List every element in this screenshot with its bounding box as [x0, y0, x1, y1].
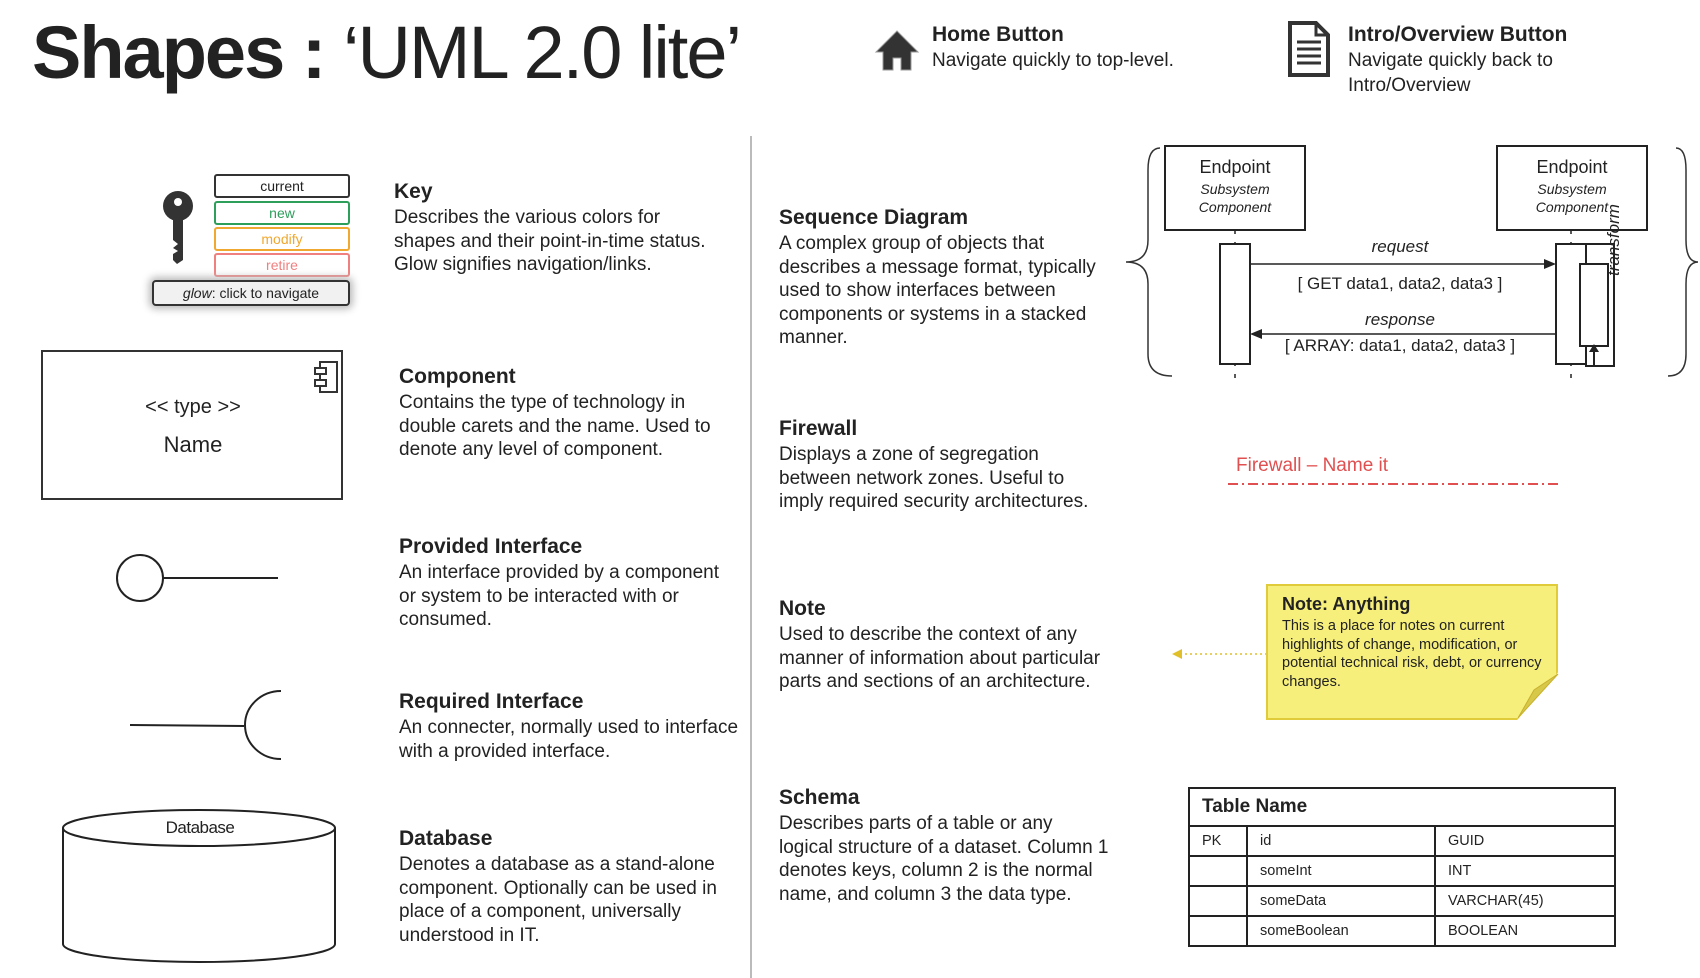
response-label: response	[1365, 310, 1435, 329]
required-interface-shape	[129, 690, 282, 760]
intro-overview-button[interactable]: Intro/Overview Button Navigate quickly b…	[1286, 20, 1616, 102]
note-pointer	[1172, 649, 1268, 659]
note-shape: Note: Anything This is a place for notes…	[1266, 584, 1558, 720]
home-button-desc: Navigate quickly to top-level.	[932, 50, 1174, 71]
key-section: Key Describes the various colors for sha…	[394, 180, 724, 277]
schema-header-row: Table Name	[1188, 787, 1616, 827]
endpoint-left-title: Endpoint	[1199, 157, 1271, 177]
sequence-desc: A complex group of objects that describe…	[779, 233, 1096, 348]
note-shape-text: This is a place for notes on current hig…	[1282, 618, 1542, 690]
request-payload: [ GET data1, data2, data3 ]	[1297, 274, 1503, 293]
firewall-desc: Displays a zone of segregation between n…	[779, 444, 1089, 512]
required-interface-desc: An connecter, normally used to interface…	[399, 717, 739, 762]
home-button[interactable]: Home Button Navigate quickly to top-leve…	[874, 20, 1214, 80]
firewall-line	[1228, 483, 1562, 485]
column-divider	[750, 136, 752, 978]
schema-desc: Describes parts of a table or any logica…	[779, 813, 1109, 905]
database-shape	[62, 809, 336, 963]
right-brace	[1667, 147, 1699, 377]
firewall-label: Firewall – Name it	[1236, 455, 1389, 476]
key-status-current: current	[214, 174, 350, 198]
document-icon[interactable]	[1286, 20, 1332, 78]
schema-cell-name: someData	[1246, 885, 1436, 917]
provided-interface-title: Provided Interface	[399, 535, 583, 558]
key-desc: Describes the various colors for shapes …	[394, 207, 706, 275]
endpoint-box-right	[1496, 145, 1648, 231]
sequence-title: Sequence Diagram	[779, 206, 969, 229]
table-row: PK id GUID	[1188, 825, 1616, 857]
key-title: Key	[394, 180, 433, 203]
schema-cell-key	[1188, 915, 1248, 947]
intro-button-desc-2: Intro/Overview	[1348, 75, 1471, 96]
provided-interface-desc: An interface provided by a component or …	[399, 562, 720, 630]
note-shape-title: Note: Anything	[1282, 594, 1411, 614]
sequence-diagram	[1125, 145, 1699, 383]
database-label: Database	[165, 818, 235, 837]
required-interface-section: Required Interface An connecter, normall…	[399, 690, 739, 763]
schema-cell-type: GUID	[1434, 825, 1616, 857]
schema-cell-key	[1188, 885, 1248, 917]
schema-cell-type: INT	[1434, 855, 1616, 887]
firewall-section: Firewall Displays a zone of segregation …	[779, 417, 1104, 514]
schema-cell-type: VARCHAR(45)	[1434, 885, 1616, 917]
schema-table-name: Table Name	[1188, 787, 1616, 827]
endpoint-right-title: Endpoint	[1536, 157, 1608, 177]
activation-left	[1219, 243, 1251, 365]
table-row: someBoolean BOOLEAN	[1188, 915, 1616, 947]
key-status-modify: modify	[214, 227, 350, 251]
schema-table: Table Name PK id GUID someInt INT someDa…	[1188, 787, 1616, 947]
request-label: request	[1371, 237, 1429, 256]
component-name: Name	[163, 432, 223, 457]
component-title: Component	[399, 365, 516, 388]
key-glow-example[interactable]: glow: click to navigate	[152, 280, 350, 306]
transform-label: transform	[1604, 204, 1623, 276]
note-desc: Used to describe the context of any mann…	[779, 624, 1101, 692]
endpoint-box-left	[1164, 145, 1306, 231]
schema-cell-type: BOOLEAN	[1434, 915, 1616, 947]
key-status-new: new	[214, 201, 350, 225]
response-payload: [ ARRAY: data1, data2, data3 ]	[1284, 336, 1516, 355]
provided-interface-shape	[116, 554, 278, 602]
note-fold	[1517, 673, 1559, 719]
component-shape: << type >> Name	[41, 350, 343, 500]
table-row: someData VARCHAR(45)	[1188, 885, 1616, 917]
schema-title: Schema	[779, 786, 860, 809]
note-section: Note Used to describe the context of any…	[779, 597, 1109, 694]
left-brace	[1125, 147, 1173, 377]
table-row: someInt INT	[1188, 855, 1616, 887]
schema-cell-key	[1188, 855, 1248, 887]
key-status-retire: retire	[214, 253, 350, 277]
page-title: Shapes : ‘UML 2.0 lite’	[32, 11, 742, 94]
database-section: Database Denotes a database as a stand-a…	[399, 827, 729, 947]
schema-section: Schema Describes parts of a table or any…	[779, 786, 1109, 906]
required-interface-title: Required Interface	[399, 690, 584, 713]
component-icon	[314, 361, 338, 393]
note-title: Note	[779, 597, 826, 620]
schema-cell-name: id	[1246, 825, 1436, 857]
schema-cell-name: someBoolean	[1246, 915, 1436, 947]
database-desc: Denotes a database as a stand-alone comp…	[399, 854, 717, 946]
component-section: Component Contains the type of technolog…	[399, 365, 729, 462]
database-title: Database	[399, 827, 493, 850]
home-icon[interactable]	[874, 28, 920, 72]
intro-button-desc-1: Navigate quickly back to	[1348, 50, 1553, 71]
intro-button-title: Intro/Overview Button	[1348, 23, 1568, 46]
component-type: << type >>	[145, 396, 241, 418]
provided-interface-section: Provided Interface An interface provided…	[399, 535, 729, 632]
firewall-title: Firewall	[779, 417, 858, 440]
component-desc: Contains the type of technology in doubl…	[399, 392, 711, 460]
schema-cell-key: PK	[1188, 825, 1248, 857]
sequence-section: Sequence Diagram A complex group of obje…	[779, 206, 1104, 350]
key-icon	[163, 191, 193, 264]
home-button-title: Home Button	[932, 23, 1064, 46]
schema-cell-name: someInt	[1246, 855, 1436, 887]
